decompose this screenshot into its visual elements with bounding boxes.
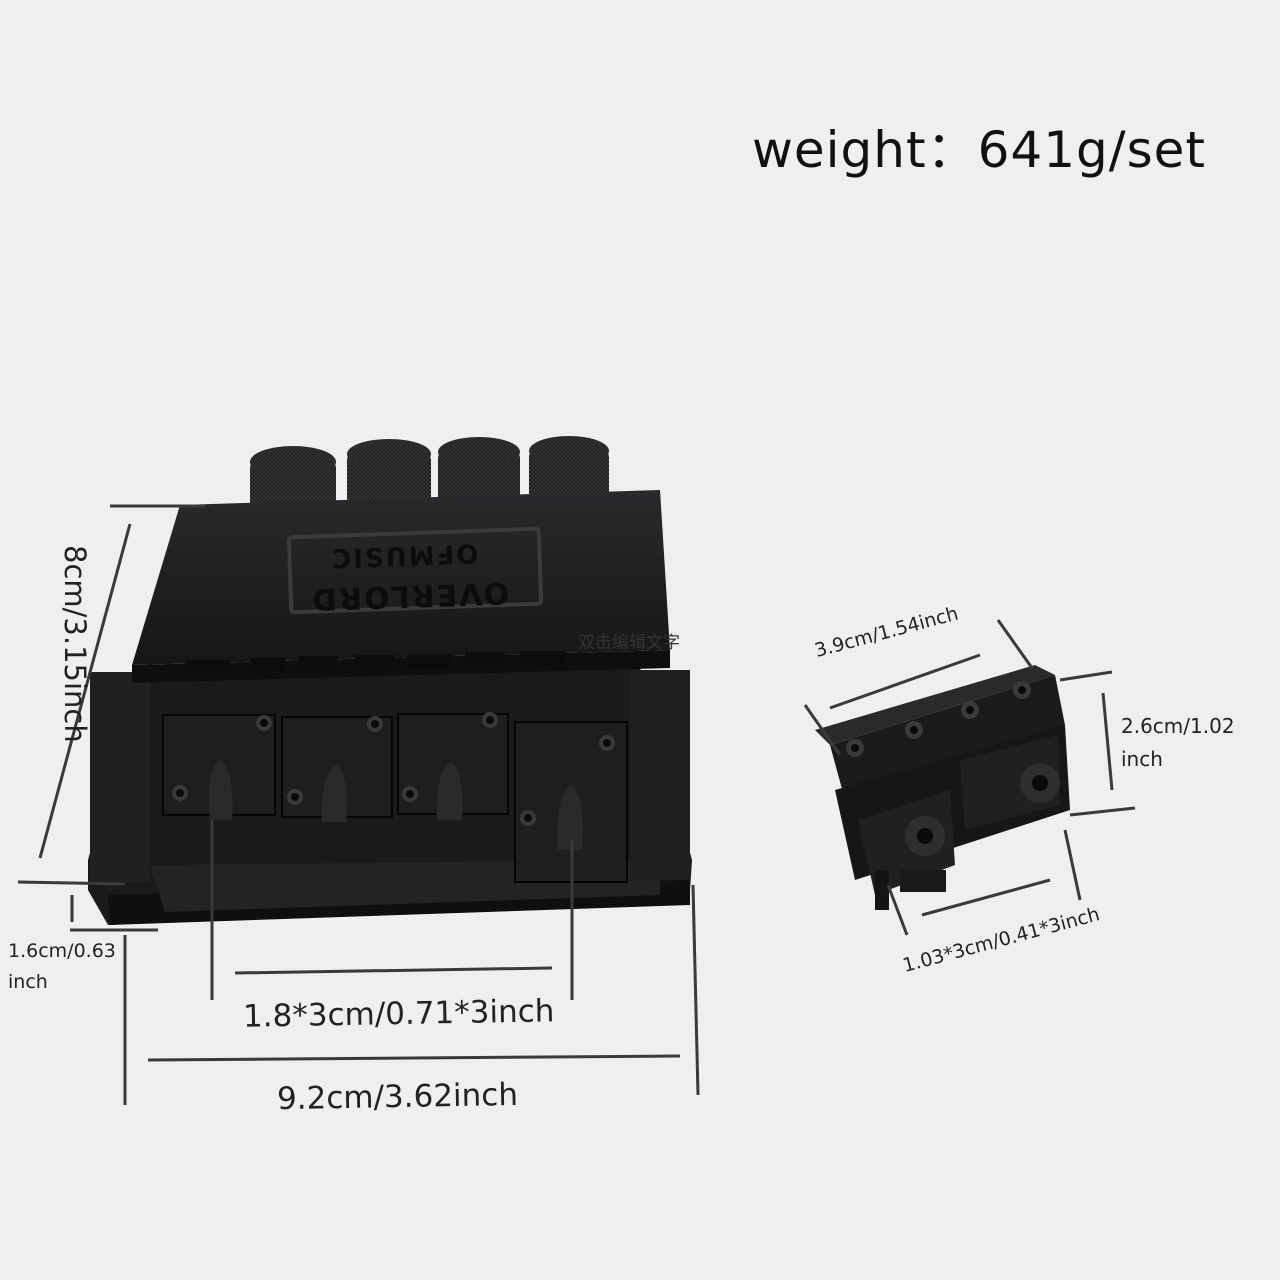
height-dimension-label: 8cm/3.15inch bbox=[58, 545, 92, 743]
dimension-lines bbox=[17, 504, 1136, 1105]
saddles bbox=[162, 712, 628, 883]
saddle-spacing-label: 1.8*3cm/0.71*3inch bbox=[242, 993, 555, 1035]
knob-4 bbox=[529, 436, 609, 499]
side-height-label: 2.6cm/1.02 bbox=[1121, 714, 1235, 738]
side-height-unit: inch bbox=[1121, 747, 1163, 771]
thickness-dimension-label: 1.6cm/0.63 bbox=[8, 940, 116, 962]
watermark-text: 双击编辑文字 bbox=[578, 633, 680, 653]
slot-row bbox=[185, 651, 565, 674]
brand-line-2: OFMUSIC bbox=[329, 537, 479, 573]
brand-line-1: OVERLORD bbox=[309, 574, 510, 617]
single-saddle-unit bbox=[815, 665, 1070, 910]
weight-label: weight：641g/set bbox=[752, 121, 1207, 179]
saddle-3 bbox=[397, 712, 509, 820]
brand-plate bbox=[286, 526, 544, 615]
tuning-knobs bbox=[250, 436, 609, 510]
saddle-2 bbox=[281, 716, 393, 822]
width-dimension-label: 9.2cm/3.62inch bbox=[276, 1076, 519, 1118]
knob-1 bbox=[250, 446, 336, 510]
thickness-dimension-unit: inch bbox=[8, 971, 48, 993]
knob-3 bbox=[438, 437, 520, 502]
saddle-1 bbox=[162, 714, 276, 820]
knob-2 bbox=[347, 439, 431, 504]
